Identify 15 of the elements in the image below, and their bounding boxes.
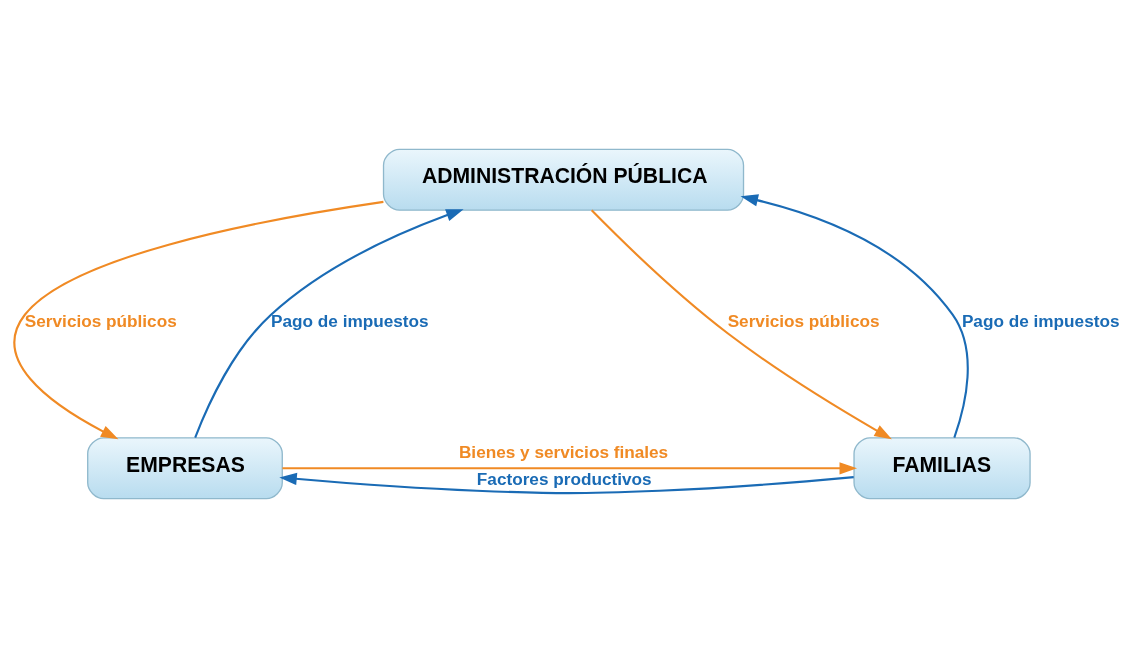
edge-label: Pago de impuestos (271, 311, 429, 332)
node-box: EMPRESAS (87, 437, 283, 500)
edge-label: Bienes y servicios finales (458, 442, 669, 463)
edge-label: Servicios públicos (727, 311, 880, 332)
arrow (740, 194, 969, 438)
arrow (13, 200, 384, 440)
node-box: FAMILIAS (853, 437, 1031, 500)
edge-label: Factores productivos (476, 468, 652, 489)
arrow (279, 472, 854, 495)
arrow (590, 209, 892, 440)
edge-label: Pago de impuestos (961, 311, 1120, 332)
arrow (282, 462, 857, 475)
node-box: ADMINISTRACIÓN PÚBLICA (382, 148, 745, 211)
edge-label: Servicios públicos (24, 311, 177, 332)
arrow (194, 209, 464, 438)
